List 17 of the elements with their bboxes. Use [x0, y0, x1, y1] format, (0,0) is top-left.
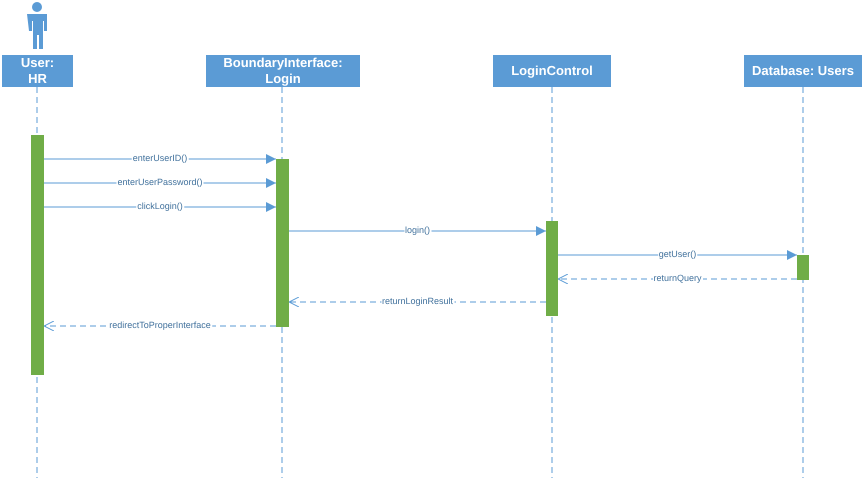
- edge-label: enterUserID(): [132, 154, 188, 164]
- activation-bar: [797, 255, 809, 280]
- activation-bar: [546, 221, 558, 316]
- activation-bar: [276, 159, 289, 327]
- edge-label: enterUserPassword(): [116, 178, 204, 188]
- lifeline-header: User: HR: [2, 55, 73, 87]
- edge-label: getUser(): [658, 250, 698, 260]
- edge-label: redirectToProperInterface: [108, 321, 212, 331]
- message-arrow: [288, 226, 546, 236]
- lifeline-header: Database: Users: [744, 55, 862, 87]
- lifeline-header: BoundaryInterface: Login: [206, 55, 360, 87]
- edge-label: returnQuery: [652, 274, 703, 284]
- edge-label: clickLogin(): [136, 202, 184, 212]
- edge-label: returnLoginResult: [380, 297, 454, 307]
- lifeline-header: LoginControl: [493, 55, 611, 87]
- activation-bar: [31, 135, 44, 375]
- edge-label: login(): [404, 226, 431, 236]
